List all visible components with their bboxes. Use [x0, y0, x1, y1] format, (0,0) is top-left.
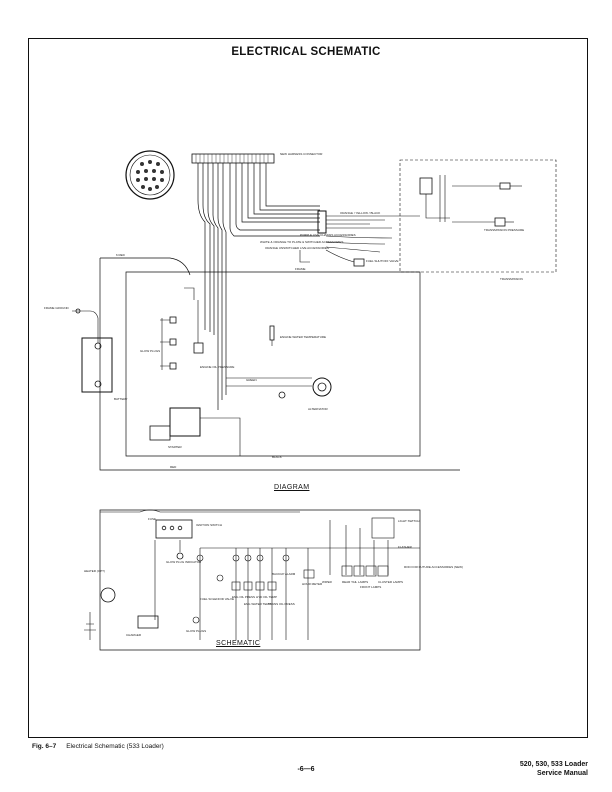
starter-label: STARTER — [168, 445, 183, 449]
sender-circuits — [192, 547, 420, 640]
central-connector-block — [317, 210, 400, 253]
harness-connector-label: NEW HARNESS CONNECTOR — [280, 152, 323, 156]
figure-caption-text: Electrical Schematic (533 Loader) — [66, 743, 164, 750]
frame-ground-label: FRAME GROUND — [44, 306, 70, 310]
wire-color-label-3: WHITE & ORANGE TO PLATE & SWITCHED ACCES… — [260, 240, 343, 244]
red-wire-label: 6 RED — [116, 253, 126, 257]
hyd-oil-label: HYD OIL TEMP — [256, 595, 277, 599]
light-switch-label: LIGHT SWITCH — [398, 519, 419, 523]
figure-caption: Fig. 6–7 Electrical Schematic (533 Loader… — [32, 743, 164, 750]
oil-pressure-label: ENGINE OIL PRESSURE — [200, 365, 234, 369]
battery-label: BATTERY — [114, 397, 128, 401]
glow-plugs-label: GLOW PLUGS — [140, 349, 160, 353]
water-temp-sender — [269, 325, 275, 346]
wire-color-label-4: ORANGE UNSWITCHED LIVE ACCESSORIES — [265, 246, 329, 250]
harness-connector-strip — [191, 153, 275, 164]
wire-color-label-2: PURPLE LIVE CHASSIS ACCESSORIES — [300, 233, 356, 237]
heater-label: HEATER (OPT) — [84, 569, 105, 573]
green-label: GREEN — [246, 378, 257, 382]
eng-water-label: ENG WATER TEMP — [244, 602, 271, 606]
charger-label: CHARGER — [126, 633, 142, 637]
transmission-box — [399, 159, 557, 273]
backup-alarm-label: BACKUP ALARM — [272, 572, 296, 576]
diagram-section-label: DIAGRAM — [274, 484, 310, 491]
alternator — [226, 377, 332, 399]
accessories-label: ROD FOR FUTURE ACCESSORIES (NEW) — [404, 565, 463, 569]
page-frame — [28, 38, 588, 738]
harness-bundle — [197, 163, 320, 410]
frame-ground — [72, 308, 99, 343]
oil-pressure-sender — [193, 300, 204, 354]
water-temp-label: ENGINE WATER TEMPERATURE — [280, 335, 326, 339]
black-wire-label: BLACK — [272, 455, 282, 459]
wiring-diagram: NEW HARNESS CONNECTOR ORANGE / YELLOW / … — [44, 150, 557, 471]
front-lamps-label: FRONT LAMPS — [360, 585, 381, 589]
eng-oil-label: ENG OIL PRESS — [232, 595, 255, 599]
hour-meter-label: HOUR METER — [302, 582, 323, 586]
ignition-switch — [155, 519, 193, 539]
transmission-components — [419, 175, 522, 227]
glow-plugs — [160, 316, 177, 370]
red-label: RED — [170, 465, 177, 469]
manual-name: Service Manual — [537, 770, 588, 777]
manual-models: 520, 530, 533 Loader — [519, 761, 588, 768]
round-harness-connector — [125, 150, 175, 200]
wire-color-label-1: ORANGE / YELLOW / BLACK — [340, 211, 380, 215]
ignition-switch-label: IGNITION SWITCH — [196, 523, 222, 527]
flasher-label: FLASHER — [398, 545, 413, 549]
trans-pressure-label: TRANSMISSION PRESSURE — [484, 228, 524, 232]
fuel-shutoff-valve — [299, 249, 365, 267]
alternator-label: ALTERNATOR — [308, 407, 329, 411]
wiper-label: WIPER — [322, 580, 333, 584]
rear-lamps-label: REAR TAIL LAMPS — [342, 580, 368, 584]
battery — [81, 337, 113, 393]
light-circuits — [329, 517, 395, 577]
schematic-section-label: SCHEMATIC — [216, 640, 261, 647]
starter — [149, 407, 241, 456]
manual-footer: 520, 530, 533 Loader Service Manual — [458, 760, 588, 778]
schem-glow-plugs-label: GLOW PLUGS — [186, 629, 206, 633]
page-number: -6—6 — [297, 766, 315, 773]
page-title: ELECTRICAL SCHEMATIC — [231, 46, 381, 58]
fuel-solenoid-label: FUEL SOLENOID VALVE — [200, 597, 234, 601]
fuel-valve-label: FUEL SHUTOFF VALVE — [366, 259, 399, 263]
figure-number: Fig. 6–7 — [32, 743, 57, 750]
glow-indicator-label: GLOW PLUG INDICATOR — [166, 560, 202, 564]
cluster-lamps-label: CLUSTER LAMPS — [378, 580, 403, 584]
trans-oil-label: TRANS OIL PRESS — [268, 602, 295, 606]
transmission-label: TRANSMISSION — [500, 277, 523, 281]
fuse-label: FUSE — [148, 517, 156, 521]
frame-label: FRAME — [295, 267, 306, 271]
circuit-schematic: IGNITION SWITCH FUSE HEATER (OPT) GLOW P… — [84, 509, 463, 651]
